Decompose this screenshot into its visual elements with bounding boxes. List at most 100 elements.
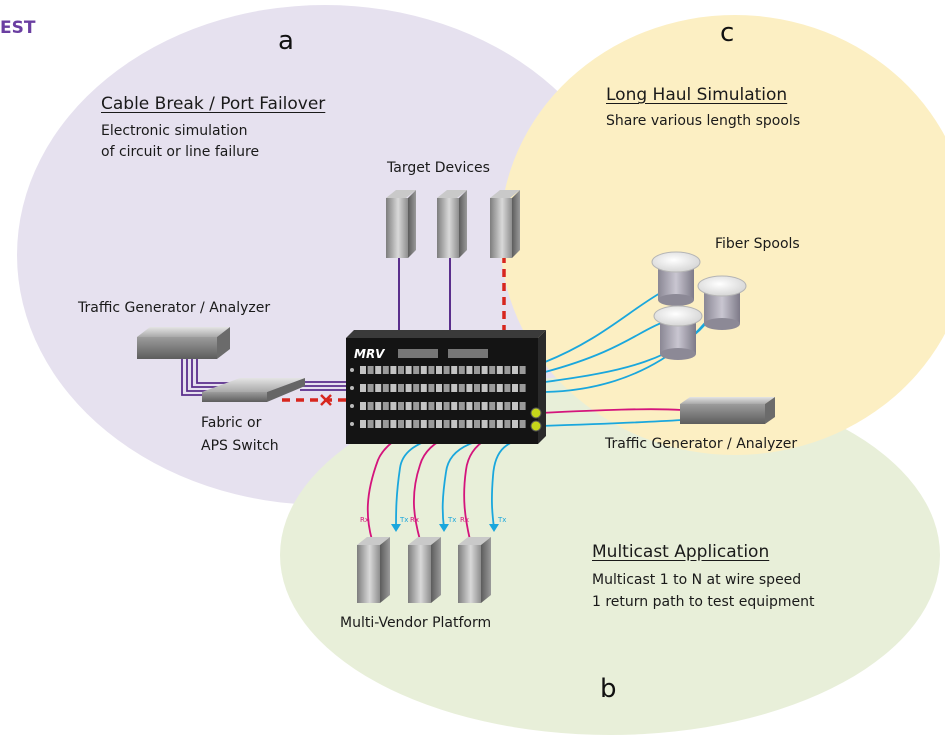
chassis-port (489, 420, 496, 428)
chassis-port (420, 384, 427, 392)
chassis-port (443, 366, 450, 374)
rx-label-1: Rx (360, 516, 369, 524)
chassis-port (360, 420, 366, 428)
chassis-port (504, 420, 511, 428)
zone-a-letter: a (278, 26, 294, 56)
row-led-4 (350, 422, 354, 426)
multicast-port-2 (530, 420, 542, 432)
chassis-port (512, 384, 518, 392)
fabric-to-chassis-links (300, 381, 350, 391)
zone-c-line-1: Share various length spools (606, 113, 801, 129)
target-device-links (398, 255, 451, 338)
chassis-port (367, 384, 374, 392)
tx-arrowheads (391, 524, 499, 532)
chassis-port (496, 420, 503, 428)
chassis-port (474, 420, 480, 428)
mrv-chassis: MRV (346, 330, 546, 444)
chassis-port (382, 384, 389, 392)
traffic-gen-left-label: Traffic Generator / Analyzer (78, 300, 271, 316)
chassis-port (496, 366, 503, 374)
target-devices-label: Target Devices (387, 160, 490, 176)
chassis-port (405, 384, 412, 392)
chassis-port (405, 402, 412, 410)
chassis-brand-logo: MRV (354, 347, 386, 361)
chassis-port (458, 420, 465, 428)
chassis-port (481, 420, 488, 428)
target-device-1 (386, 190, 416, 258)
tx-label-3: Tx (497, 516, 506, 524)
chassis-port (443, 402, 450, 410)
chassis-port (458, 366, 465, 374)
traffic-gen-right-links (539, 408, 683, 427)
chassis-port (436, 384, 442, 392)
chassis-port (405, 366, 412, 374)
chassis-port (496, 402, 503, 410)
chassis-port (481, 384, 488, 392)
chassis-port (390, 402, 397, 410)
chassis-port (420, 420, 427, 428)
chassis-port (474, 402, 480, 410)
chassis-port (360, 366, 366, 374)
fiber-spool-3 (653, 305, 703, 360)
chassis-port (428, 366, 435, 374)
zone-b-heading: Multicast Application (592, 542, 770, 562)
chassis-port (504, 384, 511, 392)
row-led-3 (350, 404, 354, 408)
chassis-port (398, 384, 404, 392)
zone-a-line-2: of circuit or line failure (101, 144, 260, 160)
chassis-port (413, 384, 420, 392)
tx-label-1: Tx (399, 516, 408, 524)
fabric-switch (202, 378, 305, 402)
chassis-port (512, 420, 518, 428)
chassis-port (443, 384, 450, 392)
chassis-port (375, 402, 382, 410)
chassis-port (451, 366, 458, 374)
chassis-port (382, 366, 389, 374)
zone-b-letter: b (600, 674, 617, 704)
chassis-port (375, 420, 382, 428)
traffic-gen-right-label: Traffic Generator / Analyzer (605, 436, 798, 452)
chassis-port (443, 420, 450, 428)
zone-a-heading: Cable Break / Port Failover (101, 94, 326, 114)
chassis-port (466, 420, 473, 428)
chassis-port (420, 402, 427, 410)
fiber-spool-2 (697, 275, 747, 330)
fabric-switch-label-1: Fabric or (201, 415, 262, 431)
chassis-port (466, 366, 473, 374)
chassis-port (489, 402, 496, 410)
chassis-port (466, 384, 473, 392)
chassis-port (481, 402, 488, 410)
rx-label-2: Rx (410, 516, 419, 524)
chassis-port (360, 384, 366, 392)
chassis-port (504, 366, 511, 374)
chassis-port (504, 402, 511, 410)
chassis-port (481, 366, 488, 374)
target-device-2 (437, 190, 467, 258)
zone-c-bubble (500, 15, 945, 455)
chassis-port (382, 420, 389, 428)
fiber-spool-1 (651, 251, 701, 306)
chassis-port (390, 420, 397, 428)
chassis-port (398, 420, 404, 428)
chassis-port (474, 366, 480, 374)
multi-vendor-label: Multi-Vendor Platform (340, 615, 492, 631)
chassis-port (519, 366, 526, 374)
traffic-generator-right (680, 397, 775, 424)
chassis-port (428, 420, 435, 428)
fiber-spools-label: Fiber Spools (715, 236, 800, 252)
chassis-port (360, 402, 366, 410)
chassis-port (398, 402, 404, 410)
chassis-port (451, 384, 458, 392)
failure-x-icon (320, 394, 332, 406)
chassis-port (519, 420, 526, 428)
chassis-port (519, 384, 526, 392)
zone-a-line-1: Electronic simulation (101, 123, 248, 139)
rx-label-3: Rx (460, 516, 469, 524)
multicast-port-1 (530, 407, 542, 419)
traffic-generator-left (137, 327, 230, 359)
chassis-port (390, 384, 397, 392)
chassis-port (512, 366, 518, 374)
chassis-port (420, 366, 427, 374)
chassis-port (428, 402, 435, 410)
